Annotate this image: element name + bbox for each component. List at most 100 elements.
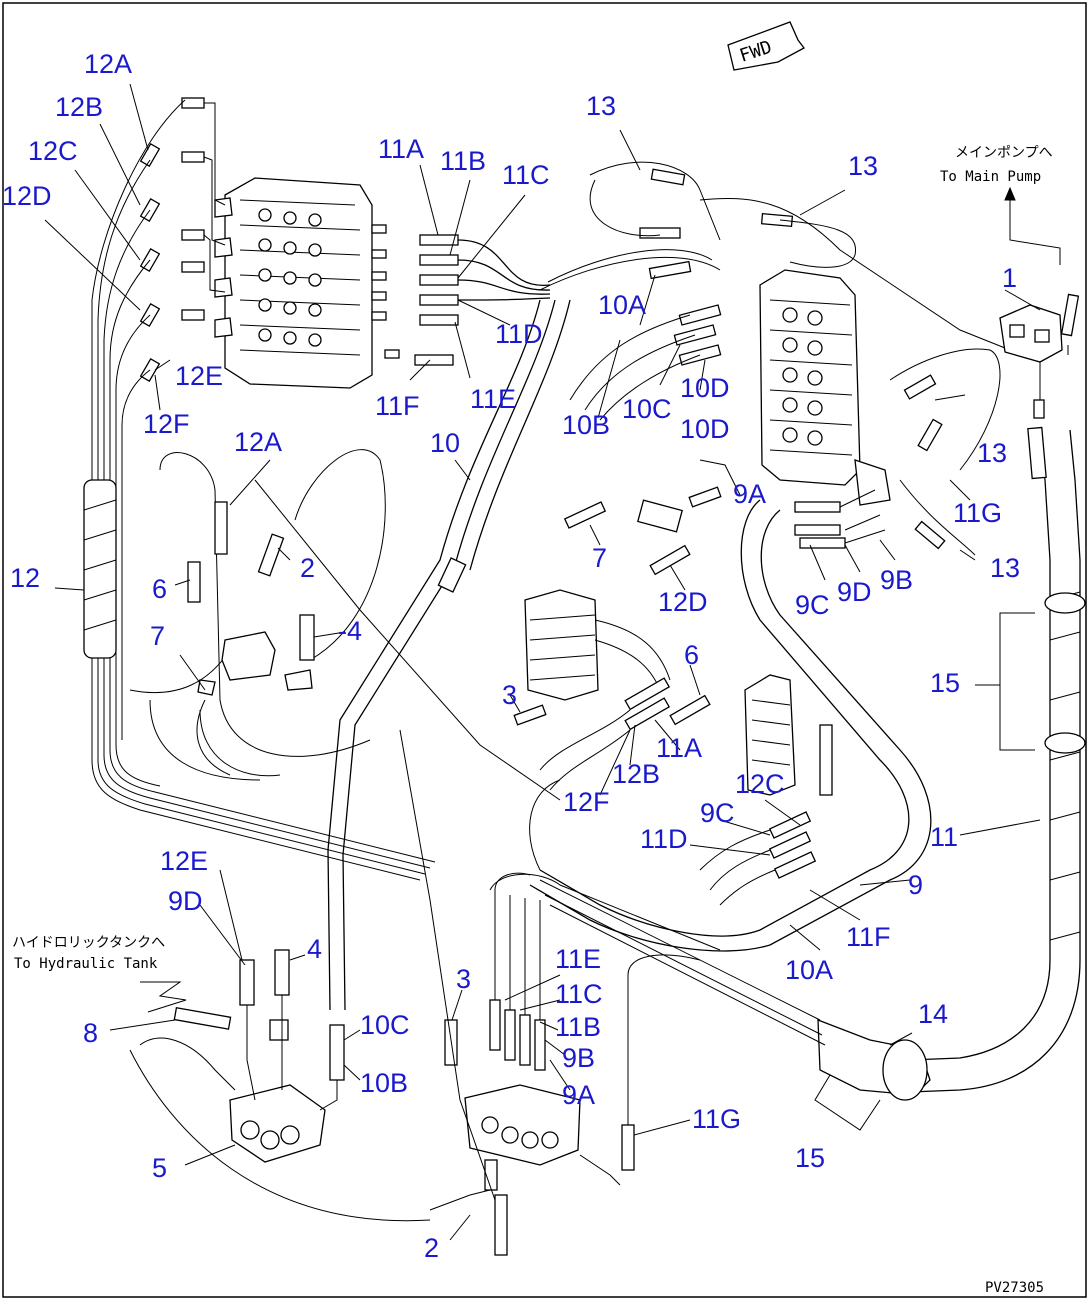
- callout-6: 6: [684, 640, 699, 670]
- fwd-label: FWD: [737, 37, 774, 67]
- callout-11g: 11G: [692, 1104, 741, 1134]
- callout-10b: 10B: [360, 1068, 408, 1098]
- callout-11c: 11C: [555, 979, 603, 1009]
- hose-fittings-11: [414, 234, 551, 366]
- hydraulic-tank-note: ハイドロリックタンクへ To Hydraulic Tank: [12, 935, 187, 1013]
- callout-11d: 11D: [640, 824, 688, 854]
- swivel-joint: [539, 879, 931, 1101]
- callout-14: 14: [918, 999, 948, 1029]
- leader-lines: [44, 83, 1041, 1241]
- callout-10a: 10A: [598, 290, 646, 320]
- lower-right-valve: [699, 674, 833, 906]
- callout-11f: 11F: [375, 391, 420, 421]
- callout-10b: 10B: [562, 410, 610, 440]
- callout-2: 2: [424, 1233, 439, 1263]
- middle-u-hose-loop: [489, 499, 932, 952]
- callout-11a: 11A: [378, 134, 424, 164]
- callout-13: 13: [848, 151, 878, 181]
- main-pump-note-jp: メインポンプへ: [955, 145, 1053, 161]
- callout-12f: 12F: [563, 787, 610, 817]
- callout-11e: 11E: [555, 944, 601, 974]
- callout-11b: 11B: [440, 146, 486, 176]
- central-small-valve: [513, 589, 711, 791]
- callout-10a: 10A: [785, 955, 833, 985]
- callout-6: 6: [152, 574, 167, 604]
- callout-13: 13: [586, 91, 616, 121]
- callout-9b: 9B: [562, 1043, 595, 1073]
- callout-7: 7: [150, 621, 165, 651]
- protective-sleeve-12: [83, 479, 117, 659]
- callout-11f: 11F: [846, 922, 891, 952]
- clamp-15-bottom: [814, 1074, 881, 1131]
- callout-11b: 11B: [555, 1012, 601, 1042]
- hose-fittings-13: [589, 161, 1011, 556]
- callout-11: 11: [930, 822, 958, 852]
- callout-4: 4: [307, 934, 322, 964]
- callout-12a: 12A: [84, 49, 132, 79]
- callout-12c: 12C: [735, 769, 785, 799]
- clamp-15-top: [999, 612, 1035, 751]
- callout-12b: 12B: [612, 759, 660, 789]
- callout-11a: 11A: [656, 733, 702, 763]
- callout-10c: 10C: [360, 1010, 410, 1040]
- right-control-valve: [759, 269, 891, 506]
- callout-10d: 10D: [680, 373, 730, 403]
- callout-13: 13: [977, 438, 1007, 468]
- callout-12b: 12B: [55, 92, 103, 122]
- callout-labels: 12A 12B 12C 12D 12E 12F 11A 11B 11C 11D …: [2, 49, 1020, 1263]
- lower-left-hose-loop: [129, 449, 561, 801]
- callout-12d: 12D: [658, 587, 708, 617]
- callout-9c: 9C: [795, 590, 830, 620]
- main-pump-note: メインポンプへ To Main Pump: [940, 145, 1061, 265]
- callout-11d: 11D: [495, 319, 543, 349]
- hose-fittings-12: [139, 97, 226, 383]
- hyd-tank-note-jp: ハイドロリックタンクへ: [12, 935, 165, 951]
- callout-1: 1: [1002, 263, 1017, 293]
- callout-15: 15: [930, 668, 960, 698]
- callout-11g: 11G: [953, 498, 1002, 528]
- callout-12c: 12C: [28, 136, 78, 166]
- callout-4: -4: [338, 616, 362, 646]
- callout-11c: 11C: [502, 160, 550, 190]
- callout-9a: 9A: [733, 479, 766, 509]
- right-hose-loop: [909, 426, 1086, 1093]
- callout-12e: 12E: [160, 846, 208, 876]
- callout-10d: 10D: [680, 414, 730, 444]
- callout-10c: 10C: [622, 394, 672, 424]
- hyd-tank-note-en: To Hydraulic Tank: [14, 956, 158, 972]
- callout-9a: 9A: [562, 1080, 595, 1110]
- callout-12e: 12E: [175, 361, 223, 391]
- bottom-left-valve-block: [129, 949, 431, 1222]
- callout-9b: 9B: [880, 565, 913, 595]
- callout-5: 5: [152, 1153, 167, 1183]
- callout-12f: 12F: [143, 409, 190, 439]
- callout-15: 15: [795, 1143, 825, 1173]
- hose-bundle-12: [91, 99, 436, 881]
- hose-fittings-10: [569, 260, 722, 421]
- callout-9d: 9D: [837, 577, 872, 607]
- callout-12d: 12D: [2, 181, 52, 211]
- callout-13: 13: [990, 553, 1020, 583]
- pump-block: [999, 293, 1080, 419]
- upper-left-control-valve: [214, 177, 400, 389]
- callout-12: 12: [10, 563, 40, 593]
- callout-10: 10: [430, 428, 460, 458]
- callout-9: 9: [908, 870, 923, 900]
- callout-9d: 9D: [168, 886, 203, 916]
- callout-11e: 11E: [470, 384, 516, 414]
- callout-7: 7: [592, 543, 607, 573]
- callout-2: 2: [300, 553, 315, 583]
- forward-direction-tag: FWD: [727, 21, 805, 71]
- callout-9c: 9C: [700, 798, 735, 828]
- callout-8: 8: [83, 1018, 98, 1048]
- hose-bundle-10: [327, 249, 721, 1011]
- callout-3: 3: [502, 680, 517, 710]
- valve-right-fittings: [371, 224, 400, 359]
- callout-3: 3: [456, 964, 471, 994]
- central-fittings-9: [563, 486, 886, 576]
- main-pump-note-en: To Main Pump: [940, 169, 1041, 185]
- middle-left-valve-block: [187, 501, 315, 776]
- bottom-center-valve-block: [399, 729, 701, 1256]
